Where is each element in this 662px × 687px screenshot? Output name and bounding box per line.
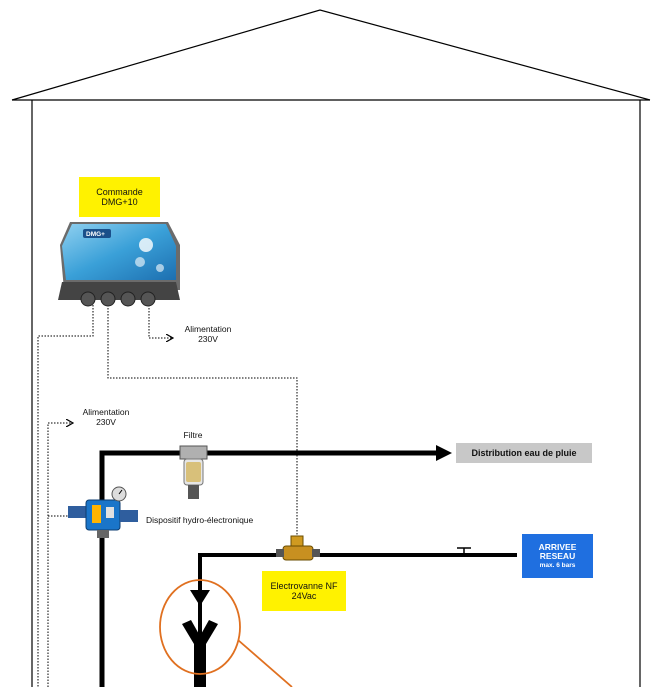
mains-inlet-line2: RESEAU: [539, 551, 576, 562]
highlight-circle: [159, 579, 293, 687]
pump-controller-icon: [68, 486, 138, 538]
valve-label-line2: 24Vac: [291, 591, 317, 601]
house-outline: [11, 9, 651, 687]
power-label-controller-line2: 230V: [198, 333, 218, 344]
power-label-controller: Alimentation 230V: [178, 324, 238, 345]
water-filter-icon: [179, 445, 208, 499]
mains-inlet-line3: max. 6 bars: [539, 562, 576, 570]
pump-device-label: Dispositif hydro-électronique: [146, 515, 254, 525]
power-label-controller-line1: Alimentation: [184, 324, 232, 334]
power-label-left-line2: 230V: [96, 416, 116, 427]
control-wires: [37, 302, 298, 687]
valve-label-line1: Electrovanne NF: [270, 580, 338, 591]
mains-inlet-line1: ARRIVEE: [538, 541, 577, 552]
solenoid-valve-icon: [276, 535, 320, 561]
controller-label-line2: DMG+10: [101, 197, 138, 207]
filter-label: Filtre: [183, 430, 203, 440]
controller-brand-text: DMG+: [86, 231, 105, 238]
controller-label: Commande DMG+10: [79, 177, 160, 217]
dmg-controller-icon: DMG+: [58, 222, 180, 307]
water-pipes: [99, 445, 517, 687]
mains-inlet-label: ARRIVEE RESEAU max. 6 bars: [522, 534, 593, 578]
power-label-left-line1: Alimentation: [82, 407, 130, 417]
controller-label-line1: Commande: [96, 186, 143, 197]
y-junction-icon: [182, 590, 218, 687]
distribution-label: Distribution eau de pluie: [456, 443, 592, 463]
valve-label: Electrovanne NF 24Vac: [262, 571, 346, 611]
power-label-left: Alimentation 230V: [76, 407, 136, 428]
